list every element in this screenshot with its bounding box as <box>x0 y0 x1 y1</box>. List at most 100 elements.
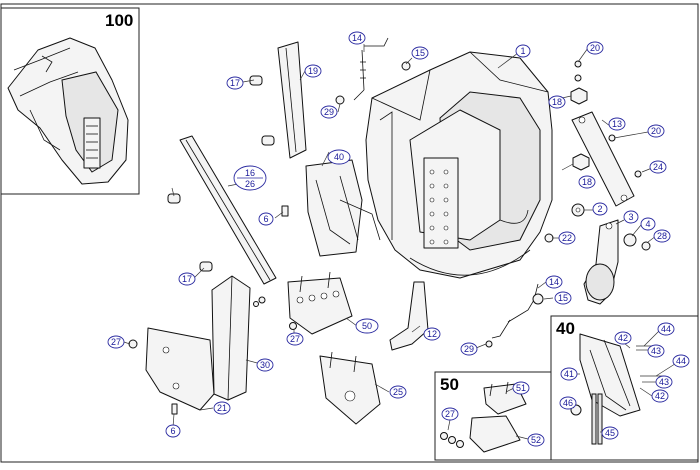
inset-100: 100 <box>0 7 140 195</box>
svg-text:44: 44 <box>676 356 686 366</box>
spring-14-top <box>353 37 389 101</box>
callout-30: 30 <box>256 358 274 372</box>
spring-14-bottom <box>491 283 539 339</box>
svg-text:16: 16 <box>245 168 255 178</box>
side-plate-21 <box>145 327 215 411</box>
plate-50 <box>287 271 353 335</box>
callout-51: 51 <box>512 381 530 395</box>
callout-25: 25 <box>389 385 407 399</box>
callout-22: 22 <box>558 231 576 245</box>
diagram-border <box>0 3 699 463</box>
svg-text:25: 25 <box>393 387 403 397</box>
callout-1: 1 <box>515 44 531 58</box>
svg-text:42: 42 <box>655 391 665 401</box>
inset-40-label: 40 <box>556 319 575 338</box>
callout-13: 13 <box>608 117 626 131</box>
bracket-assembly-40 <box>305 159 381 257</box>
svg-text:17: 17 <box>230 78 240 88</box>
callout-24: 24 <box>649 160 667 174</box>
svg-text:15: 15 <box>558 293 568 303</box>
callout-6: 6 <box>165 424 181 438</box>
callout-41: 41 <box>560 367 578 381</box>
link-plate-13 <box>571 111 635 207</box>
svg-text:18: 18 <box>582 177 592 187</box>
svg-text:52: 52 <box>531 435 541 445</box>
svg-text:2: 2 <box>597 204 602 214</box>
callout-40: 40 <box>327 149 351 165</box>
svg-text:44: 44 <box>661 324 671 334</box>
svg-text:22: 22 <box>562 233 572 243</box>
svg-text:26: 26 <box>245 179 255 189</box>
long-strip-16-26 <box>179 135 277 285</box>
svg-text:40: 40 <box>334 152 344 162</box>
inset-100-frame <box>0 7 140 195</box>
main-housing <box>365 51 553 279</box>
callout-2: 2 <box>592 202 608 216</box>
svg-text:17: 17 <box>182 274 192 284</box>
inset-100-label: 100 <box>105 11 133 30</box>
inset-40-frame <box>550 315 699 461</box>
svg-text:13: 13 <box>612 119 622 129</box>
assembled-chute-thumbnail <box>7 37 129 185</box>
arm-3 <box>583 219 619 305</box>
callout-18: 18 <box>578 175 596 189</box>
callout-43: 43 <box>655 375 673 389</box>
svg-text:43: 43 <box>651 346 661 356</box>
plate-25 <box>319 351 381 425</box>
strap-12 <box>389 281 429 351</box>
callout-29: 29 <box>320 105 338 119</box>
callout-17: 17 <box>178 272 196 286</box>
svg-text:41: 41 <box>564 369 574 379</box>
svg-text:27: 27 <box>445 409 455 419</box>
callout-45: 45 <box>601 426 619 440</box>
callout-27: 27 <box>286 332 304 346</box>
callout-14: 14 <box>348 31 366 45</box>
callout-19: 19 <box>304 64 322 78</box>
svg-text:3: 3 <box>628 212 633 222</box>
svg-text:43: 43 <box>659 377 669 387</box>
callout-27: 27 <box>107 335 125 349</box>
inset-50-label: 50 <box>440 375 459 394</box>
callout-44: 44 <box>672 354 690 368</box>
callout-46: 46 <box>559 396 577 410</box>
callout-42: 42 <box>614 331 632 345</box>
svg-text:6: 6 <box>263 214 268 224</box>
svg-text:24: 24 <box>653 162 663 172</box>
svg-text:14: 14 <box>549 277 559 287</box>
svg-text:42: 42 <box>618 333 628 343</box>
svg-text:28: 28 <box>657 231 667 241</box>
inset-50: 50 <box>434 371 552 461</box>
callout-15: 15 <box>411 46 429 60</box>
svg-text:45: 45 <box>605 428 615 438</box>
svg-text:6: 6 <box>170 426 175 436</box>
callout-14: 14 <box>545 275 563 289</box>
callout-44: 44 <box>657 322 675 336</box>
callout-50: 50 <box>355 318 379 334</box>
svg-text:29: 29 <box>464 344 474 354</box>
svg-text:15: 15 <box>415 48 425 58</box>
svg-text:27: 27 <box>111 337 121 347</box>
fasteners <box>128 60 651 415</box>
callout-20: 20 <box>586 41 604 55</box>
callout-21: 21 <box>213 401 231 415</box>
svg-text:20: 20 <box>651 126 661 136</box>
svg-text:20: 20 <box>590 43 600 53</box>
callout-52: 52 <box>527 433 545 447</box>
callout-3: 3 <box>623 210 639 224</box>
callout-29: 29 <box>460 342 478 356</box>
callout-42: 42 <box>651 389 669 403</box>
svg-text:18: 18 <box>552 97 562 107</box>
callout-17: 17 <box>226 76 244 90</box>
callout-27: 27 <box>441 407 459 421</box>
callout-15: 15 <box>554 291 572 305</box>
svg-text:27: 27 <box>290 334 300 344</box>
callout-20: 20 <box>647 124 665 138</box>
svg-text:51: 51 <box>516 383 526 393</box>
svg-text:21: 21 <box>217 403 227 413</box>
callout-4: 4 <box>640 217 656 231</box>
svg-text:1: 1 <box>520 46 525 56</box>
